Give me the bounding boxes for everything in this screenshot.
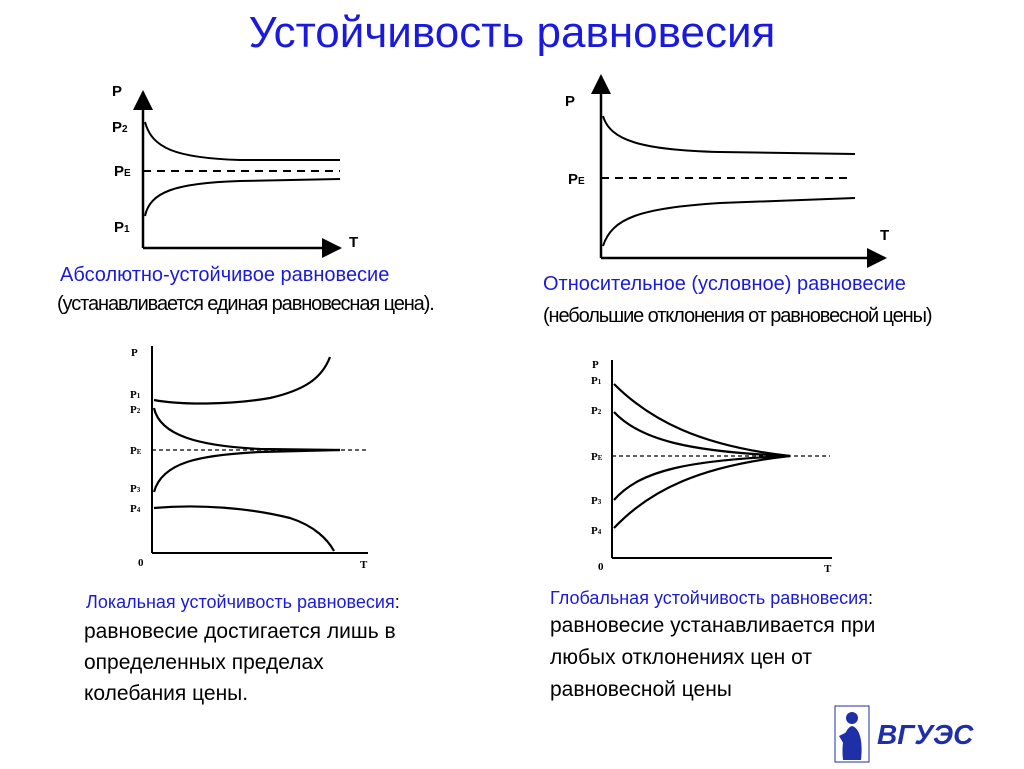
curve-p4-divergent <box>153 505 335 552</box>
x-axis-label: T <box>360 559 368 571</box>
origin-label: 0 <box>598 561 604 573</box>
curve-p1-divergent <box>153 356 332 405</box>
curve-upper <box>144 121 340 161</box>
diagram-global-stability: P T 0 P1 P2 PE P3 P4 <box>591 359 832 575</box>
logo-text: ВГУЭС <box>877 719 974 750</box>
y-axis-label: P <box>565 93 575 110</box>
label-p2: P2 <box>112 119 128 136</box>
curve-upper <box>602 115 856 155</box>
label-p4: P4 <box>591 525 602 537</box>
logo-emblem-icon: ВГУЭС <box>834 705 974 763</box>
caption-absolute-title: Абсолютно-устойчивое равновесие <box>60 264 390 286</box>
y-axis-label: P <box>592 359 599 371</box>
label-p3: P3 <box>591 495 602 507</box>
y-axis-label: P <box>112 83 122 100</box>
caption-local-body-3: колебания цены. <box>84 682 249 705</box>
x-axis-label: T <box>880 227 889 244</box>
curve-p1 <box>613 383 791 458</box>
label-pe: PE <box>568 171 585 188</box>
label-p1: P1 <box>114 219 130 236</box>
label-pe: PE <box>130 445 142 457</box>
label-pe: PE <box>591 451 603 463</box>
curve-lower <box>602 197 856 247</box>
curve-p4 <box>613 454 791 529</box>
caption-global-body-1: равновесие устанавливается при <box>550 614 876 637</box>
curve-lower <box>144 178 341 217</box>
label-p2: P2 <box>130 404 141 416</box>
caption-global-body-3: равновесной цены <box>550 678 732 701</box>
caption-local-body-1: равновесие достигается лишь в <box>84 620 396 643</box>
curve-p3 <box>613 454 791 501</box>
label-p1: P1 <box>591 375 602 387</box>
label-p1: P1 <box>130 389 141 401</box>
x-axis-label: T <box>824 563 832 575</box>
page-title: Устойчивость равновесия <box>248 8 776 57</box>
diagram-relative-stability: P T PE <box>565 74 889 268</box>
caption-relative-title: Относительное (условное) равновесие <box>543 273 906 295</box>
label-p3: P3 <box>130 483 141 495</box>
caption-global-head: Глобальная устойчивость равновесия: <box>550 588 873 608</box>
curve-p3-convergent <box>152 448 341 493</box>
x-axis-label: T <box>349 234 358 251</box>
caption-global-body-2: любых отклонениях цен от <box>550 646 812 669</box>
label-p2: P2 <box>591 405 602 417</box>
diagram-local-stability: P T 0 P1 P2 PE P3 P4 <box>130 346 368 571</box>
caption-local-body-2: определенных пределах <box>84 651 324 674</box>
label-p4: P4 <box>130 503 141 515</box>
label-pe: PE <box>114 163 131 180</box>
curve-p2-convergent <box>152 407 341 452</box>
university-logo: ВГУЭС <box>833 702 993 764</box>
y-axis-label: P <box>131 347 138 359</box>
caption-relative-sub: (небольшие отклонения от равновесной цен… <box>543 305 933 327</box>
caption-absolute-sub: (устанавливается единая равновесная цена… <box>57 293 435 315</box>
curve-p2 <box>613 411 791 458</box>
caption-local-head: Локальная устойчивость равновесия: <box>86 592 400 612</box>
diagram-absolute-stability: P T P2 PE P1 <box>112 83 358 258</box>
origin-label: 0 <box>138 557 144 569</box>
